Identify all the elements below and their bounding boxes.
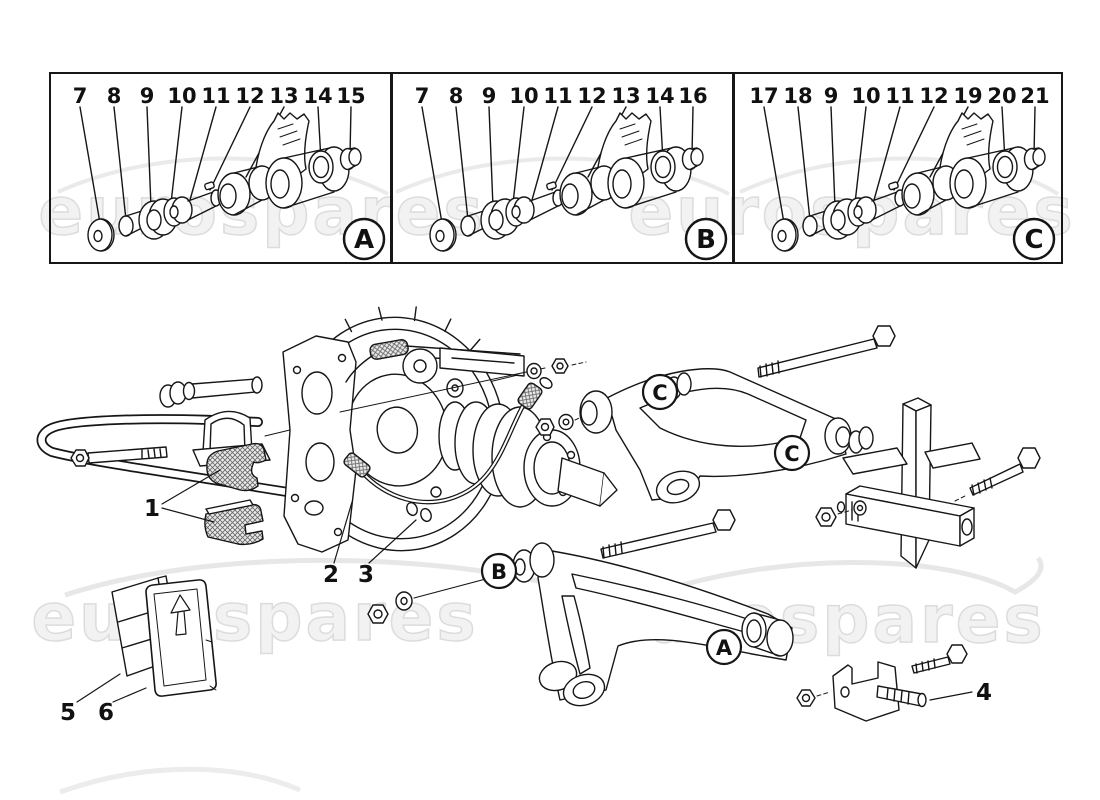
callout-number: 17 xyxy=(749,84,778,108)
panel-c-badge xyxy=(1012,217,1056,261)
callout-number: 7 xyxy=(73,84,88,108)
callout-number: 10 xyxy=(509,84,538,108)
toe-adjuster-bracket xyxy=(815,397,1041,569)
callout-6: 6 xyxy=(98,700,114,726)
main-diagram: C C B A 1 2 3 4 5 6 xyxy=(36,306,1041,726)
panel-b: 7 8 9 10 11 12 13 14 16 B xyxy=(391,72,734,264)
callout-number: 10 xyxy=(851,84,880,108)
brake-disc-assembly xyxy=(282,306,618,553)
callout-number: 13 xyxy=(269,84,298,108)
callout-number: 10 xyxy=(167,84,196,108)
callout-number: 11 xyxy=(885,84,914,108)
brake-hose xyxy=(343,377,589,523)
callout-number: 12 xyxy=(919,84,948,108)
main-callouts: 1 2 3 4 5 6 xyxy=(60,469,992,726)
callout-number: 11 xyxy=(201,84,230,108)
callout-4: 4 xyxy=(976,680,992,706)
panel-c-box xyxy=(733,72,1063,264)
brake-pads xyxy=(111,575,217,697)
callout-number: 12 xyxy=(235,84,264,108)
callout-number: 11 xyxy=(543,84,572,108)
callout-number: 8 xyxy=(107,84,122,108)
panel-b-callout-numbers: 7 8 9 10 11 12 13 14 16 xyxy=(415,84,708,108)
panel-c-callout-numbers: 17 18 9 10 11 12 19 20 21 xyxy=(749,84,1049,108)
callout-5: 5 xyxy=(60,700,76,726)
callout-number: 19 xyxy=(953,84,982,108)
badge-lower-arm-front-letter: B xyxy=(491,560,507,584)
panel-c-letter: C xyxy=(1024,225,1043,255)
callout-number: 20 xyxy=(987,84,1016,108)
callout-number: 9 xyxy=(824,84,839,108)
panel-a: 7 8 9 10 11 12 13 14 15 A xyxy=(49,72,392,264)
callout-number: 9 xyxy=(482,84,497,108)
callout-3: 3 xyxy=(358,562,374,588)
badge-upper-arm-front xyxy=(641,373,679,411)
handbrake-linkage xyxy=(339,339,587,413)
badge-upper-arm-rear xyxy=(773,434,811,472)
callout-number: 13 xyxy=(611,84,640,108)
callout-2: 2 xyxy=(323,562,339,588)
badge-lower-arm-rear-letter: A xyxy=(716,636,733,660)
callout-number: 14 xyxy=(303,84,332,108)
panel-a-badge xyxy=(342,217,386,261)
badge-lower-arm-front xyxy=(480,552,518,590)
watermark-text: eurospares xyxy=(31,579,478,656)
callout-number: 21 xyxy=(1020,84,1049,108)
assembly-badges: C C B A xyxy=(480,373,811,666)
callout-number: 16 xyxy=(678,84,707,108)
panel-c: 17 18 9 10 11 12 19 20 21 C xyxy=(733,72,1063,264)
pivot-bracket xyxy=(796,644,968,722)
callout-number: 14 xyxy=(645,84,674,108)
panel-a-letter: A xyxy=(354,225,374,255)
callout-number: 12 xyxy=(577,84,606,108)
badge-lower-arm-rear xyxy=(705,628,743,666)
panel-b-badge xyxy=(684,217,728,261)
callout-1: 1 xyxy=(144,496,160,522)
panel-a-callout-numbers: 7 8 9 10 11 12 13 14 15 xyxy=(73,84,366,108)
anti-roll-bar-bolt xyxy=(70,446,168,467)
callout-number: 18 xyxy=(783,84,812,108)
anti-roll-bar-bushes xyxy=(204,442,267,546)
badge-upper-arm-front-letter: C xyxy=(652,381,667,405)
upper-wishbone xyxy=(579,325,896,504)
lower-wishbone xyxy=(367,509,794,707)
callout-number: 8 xyxy=(449,84,464,108)
callout-number: 7 xyxy=(415,84,430,108)
panel-b-letter: B xyxy=(696,225,716,255)
callout-number: 9 xyxy=(140,84,155,108)
badge-upper-arm-rear-letter: C xyxy=(784,442,799,466)
callout-number: 15 xyxy=(336,84,365,108)
